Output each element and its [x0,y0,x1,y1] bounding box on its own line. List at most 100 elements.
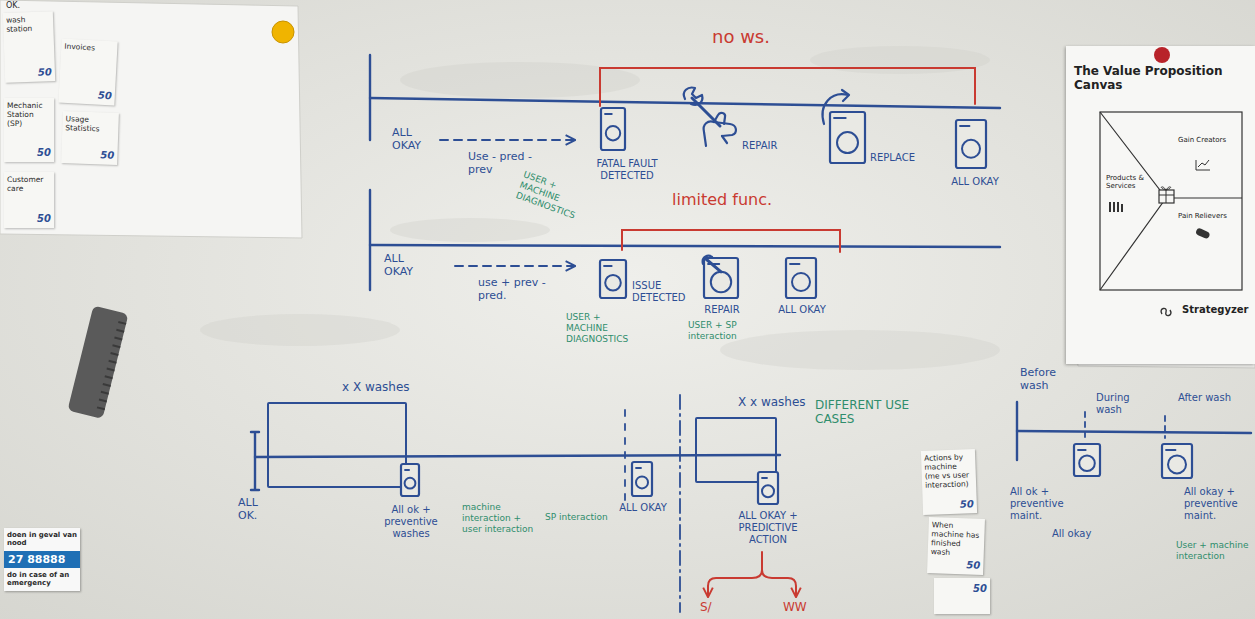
timeline-wash-phases [1084,412,1086,438]
annotation: ALL OKAY [384,252,424,278]
sticky-text: wash station [6,14,51,34]
sticky-note: Invoices50 [58,39,117,106]
washing-machine-icon [703,256,712,264]
annotation: All okay [1052,528,1112,540]
sticky-number: 50 [7,147,51,159]
washing-machine-icon [711,272,731,292]
repair-icon [680,86,740,148]
poster-text: Pain Relievers [1178,212,1240,220]
board-smudge [720,330,1000,370]
value-proposition-poster: The Value Proposition CanvasGain Creator… [1066,46,1255,364]
state-label: All ok + preventive washes [375,504,447,540]
text-slot: X x washes [738,395,818,409]
label-slot: limited func. [672,190,796,209]
text-slot: x X washes [342,380,432,394]
text-slot: Pain Relievers [1178,212,1240,220]
text-slot: ISSUE DETECTED [632,280,690,304]
sticky-note: Usage Statistics50 [61,111,119,165]
washing-machine-icon [704,258,738,298]
washing-machine-icon [605,275,621,291]
state-label: REPAIR [742,140,802,152]
label-slot: During wash [1096,392,1156,416]
annotation: USER + SP interaction [688,320,772,342]
eraser [67,305,128,419]
washing-machine-icon [604,265,612,267]
washing-machine-icon [762,485,774,497]
washing-machine-icon [758,472,778,504]
text-slot: REPLACE [870,152,934,164]
washing-machine-icon [1168,455,1186,473]
repair-icon [684,88,703,105]
timeline-wash-phases [1164,416,1166,438]
washing-machine-icon [605,113,612,115]
washing-machine-icon [960,125,970,127]
replace-icon [830,112,865,163]
state-label: ISSUE DETECTED [632,280,690,304]
washing-machine-icon [784,256,818,300]
sign-text: doen in geval van nood [4,528,80,551]
canvas-drawing [1159,187,1174,203]
sticky-note: When machine has finished wash50 [927,517,985,575]
sticky-note: Actions by machine (me vs user interacti… [921,449,977,515]
label-slot: ALL OKAY [384,252,424,278]
sign-text: do in case of an emergency [4,568,80,591]
sticky-text: Customer care [7,175,51,193]
text-slot: Strategyzer [1182,304,1250,316]
text-slot: Gain Creators [1178,136,1238,144]
board-smudge [390,218,550,242]
text-slot: REPAIR [742,140,802,152]
annotation: ALL OKAY [392,126,432,152]
repair-icon [704,121,736,146]
canvas-drawing [1161,308,1171,315]
sticky-text: Mechanic Station (SP) [7,101,51,128]
timeline-washes [251,395,780,612]
sticky-number: 50 [937,583,987,595]
text-slot: FATAL FAULT DETECTED [594,158,660,182]
timeline-state: ISSUE DETECTED [598,258,690,304]
canvas-drawing [1195,227,1211,239]
text-slot: ALL OKAY [618,502,668,514]
washing-machine-icon [756,470,780,506]
annotation: USER + MACHINE DIAGNOSTICS [566,312,644,344]
washing-machine-icon [399,462,421,498]
timeline-washes [255,455,780,457]
washing-machine-icon [598,258,628,300]
label-slot: Before wash [1020,366,1082,392]
label-slot: ALL OKAY [392,126,432,152]
paper-sheet [272,21,294,43]
washing-machine-icon [601,108,625,150]
red-bracket [600,68,975,106]
text-slot: All ok + preventive washes [375,504,447,540]
washing-machine-icon [636,476,648,488]
label-slot: SP interaction [545,512,615,523]
washing-machine-icon [405,478,416,489]
timeline-washes [679,395,681,612]
text-slot: All okay + preventive maint. [1184,486,1250,522]
washing-machine-icon [706,259,721,272]
paper-sheet [0,0,302,238]
board-smudge [810,46,990,74]
washing-machine-icon [1166,449,1176,451]
timeline-state: All ok + preventive washes [375,462,447,540]
timeline-limited-function [370,190,1000,290]
period-heading: X x washes [738,395,818,409]
board-smudge [200,46,1000,370]
washing-machine-icon [1072,442,1102,478]
timeline-state: ALL OKAY [778,256,826,316]
text-slot: The Value Proposition Canvas [1074,64,1246,93]
timeline-limited-function [370,245,1000,247]
annotation: machine interaction + user interaction [462,502,540,534]
label-slot: User + machine interaction [1176,540,1250,562]
annotation: no ws. [712,26,802,48]
washing-machine-icon [786,258,816,298]
repair-icon [722,136,727,143]
sticky-number: 50 [930,558,980,572]
sticky-text: Invoices [64,42,114,54]
timeline-state: All ok + preventive maint. [1010,442,1102,522]
sticky-note: 50 [934,578,990,614]
annotation: DIFFERENT USE CASES [815,398,915,427]
annotation: OK. [6,1,36,11]
timeline-state: REPLACE [818,88,934,166]
text-slot: ALL OKAY [778,304,826,316]
